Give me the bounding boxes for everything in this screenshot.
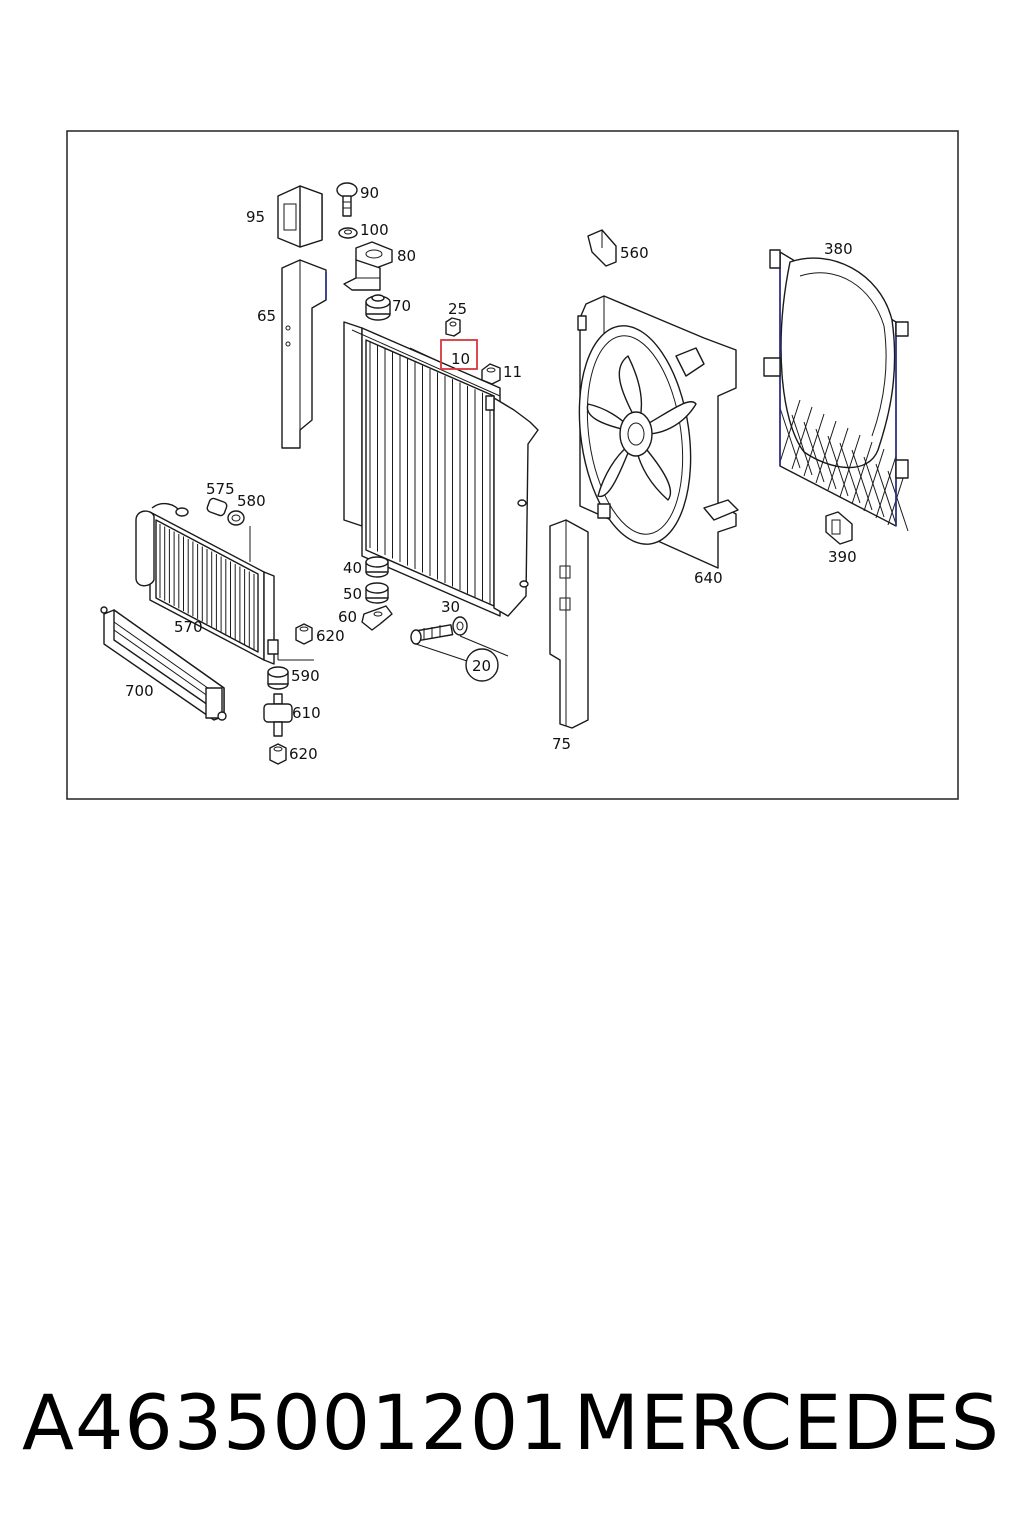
part-90-bolt (336, 182, 358, 217)
hatch-line (791, 414, 813, 476)
hatch-line (839, 434, 861, 498)
callout-10[interactable]: 10 (451, 350, 470, 368)
callout-20[interactable]: 20 (472, 657, 491, 675)
callout-620-lower[interactable]: 620 (289, 745, 318, 763)
hatch-line (803, 421, 825, 483)
part-50-mount (365, 582, 389, 604)
hatch-line (815, 420, 837, 484)
part-590-mount (267, 666, 289, 690)
part-70-mount (365, 294, 391, 321)
hatch-line (779, 399, 801, 463)
callout-700[interactable]: 700 (125, 682, 154, 700)
callout-640[interactable]: 640 (694, 569, 723, 587)
callout-620-upper[interactable]: 620 (316, 627, 345, 645)
part-60-bracket (361, 605, 393, 631)
footer: A4635001201 MERCEDES (0, 1368, 1024, 1478)
callout-40[interactable]: 40 (343, 559, 362, 577)
part-390-clip (825, 511, 853, 545)
callout-75[interactable]: 75 (552, 735, 571, 753)
hatch-line (779, 407, 801, 469)
hatch-line (791, 406, 813, 470)
part-610-mount (263, 693, 293, 737)
hatch-line (887, 470, 909, 532)
part-620-nut-lower (269, 743, 287, 765)
part-65-side-panel (281, 259, 327, 449)
hatch-line (875, 455, 897, 519)
part-40-mount (365, 556, 389, 578)
callout-11[interactable]: 11 (503, 363, 522, 381)
part-75-side-panel (549, 519, 589, 729)
hatch-line (827, 435, 849, 497)
hatch-line (851, 441, 873, 505)
part-95-bracket (277, 185, 323, 248)
part-620-nut-upper (295, 623, 313, 645)
parts-diagram: 95 90 100 80 70 65 25 10 11 560 380 640 … (66, 130, 959, 800)
leader-lines (249, 526, 314, 661)
callout-80[interactable]: 80 (397, 247, 416, 265)
hatch-line (815, 428, 837, 490)
callout-25[interactable]: 25 (448, 300, 467, 318)
callout-70[interactable]: 70 (392, 297, 411, 315)
callout-50[interactable]: 50 (343, 585, 362, 603)
callout-390[interactable]: 390 (828, 548, 857, 566)
hatch-line (839, 442, 861, 504)
callout-90[interactable]: 90 (360, 184, 379, 202)
part-560-clip (587, 229, 617, 267)
part-575-sleeve (206, 497, 228, 517)
diagram-frame (66, 130, 959, 800)
callout-610[interactable]: 610 (292, 704, 321, 722)
part-380-shroud (763, 249, 909, 532)
hatch-line (803, 413, 825, 477)
callout-590[interactable]: 590 (291, 667, 320, 685)
part-25-nut (445, 317, 461, 337)
callout-60[interactable]: 60 (338, 608, 357, 626)
callout-30[interactable]: 30 (441, 598, 460, 616)
hatch-line (851, 449, 873, 511)
callout-95[interactable]: 95 (246, 208, 265, 226)
callout-570[interactable]: 570 (174, 618, 203, 636)
hatch-line (863, 448, 885, 512)
callout-380[interactable]: 380 (824, 240, 853, 258)
part-580-clamp (227, 510, 245, 526)
callout-560[interactable]: 560 (620, 244, 649, 262)
part-570-condenser (135, 502, 279, 665)
part-20-drain-plug (410, 624, 509, 682)
hatch-line (863, 456, 885, 518)
highlight-box (440, 339, 478, 370)
part-number: A4635001201 (22, 1378, 569, 1467)
part-11-nut (481, 363, 501, 385)
fan-blades (586, 355, 697, 501)
part-10-radiator (343, 321, 539, 617)
callout-100[interactable]: 100 (360, 221, 389, 239)
brand-name: MERCEDES (573, 1378, 1000, 1467)
part-700-oil-cooler (100, 606, 227, 721)
part-100-washer (338, 227, 358, 239)
hatch-line (875, 463, 897, 525)
callout-65[interactable]: 65 (257, 307, 276, 325)
hatch-line (827, 427, 849, 491)
callout-580[interactable]: 580 (237, 492, 266, 510)
part-640-fan-shroud (577, 295, 739, 569)
part-30-washer (452, 616, 468, 636)
part-80-bracket (343, 241, 393, 291)
callout-labels: 95 90 100 80 70 65 25 10 11 560 380 640 … (125, 184, 857, 763)
callout-575[interactable]: 575 (206, 480, 235, 498)
